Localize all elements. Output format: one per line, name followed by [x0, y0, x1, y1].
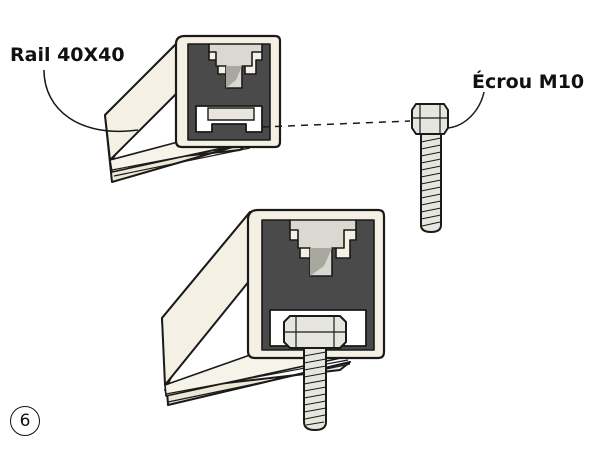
rail-top-flange-line-2 [113, 147, 251, 177]
rail-bottom-top-slot-shade [310, 248, 332, 276]
bolt-loose-shank [420, 133, 442, 234]
bolt-inserted [283, 315, 347, 432]
alignment-dashed-line [261, 120, 411, 128]
bolt-inserted-threads [303, 351, 327, 426]
bolt-loose-head [411, 103, 449, 135]
rail-top [104, 34, 282, 183]
bolt-loose-head-edge [412, 104, 448, 134]
step-number: 6 [19, 411, 31, 431]
nut-label: Écrou M10 [472, 71, 585, 93]
nut-label-leader [447, 91, 485, 129]
step-number-badge: 6 [10, 406, 40, 436]
rail-top-channel-nut [207, 107, 255, 121]
rail-label: Rail 40X40 [10, 44, 125, 66]
rail-label-leader [43, 69, 139, 132]
bolt-loose [411, 103, 449, 234]
bolt-loose-threads [420, 137, 442, 227]
bolt-inserted-head-edge [284, 316, 346, 348]
rail-top-top-slot-shade [226, 66, 242, 88]
rail-bottom [161, 208, 386, 406]
rail-top-flange-line [111, 143, 249, 171]
